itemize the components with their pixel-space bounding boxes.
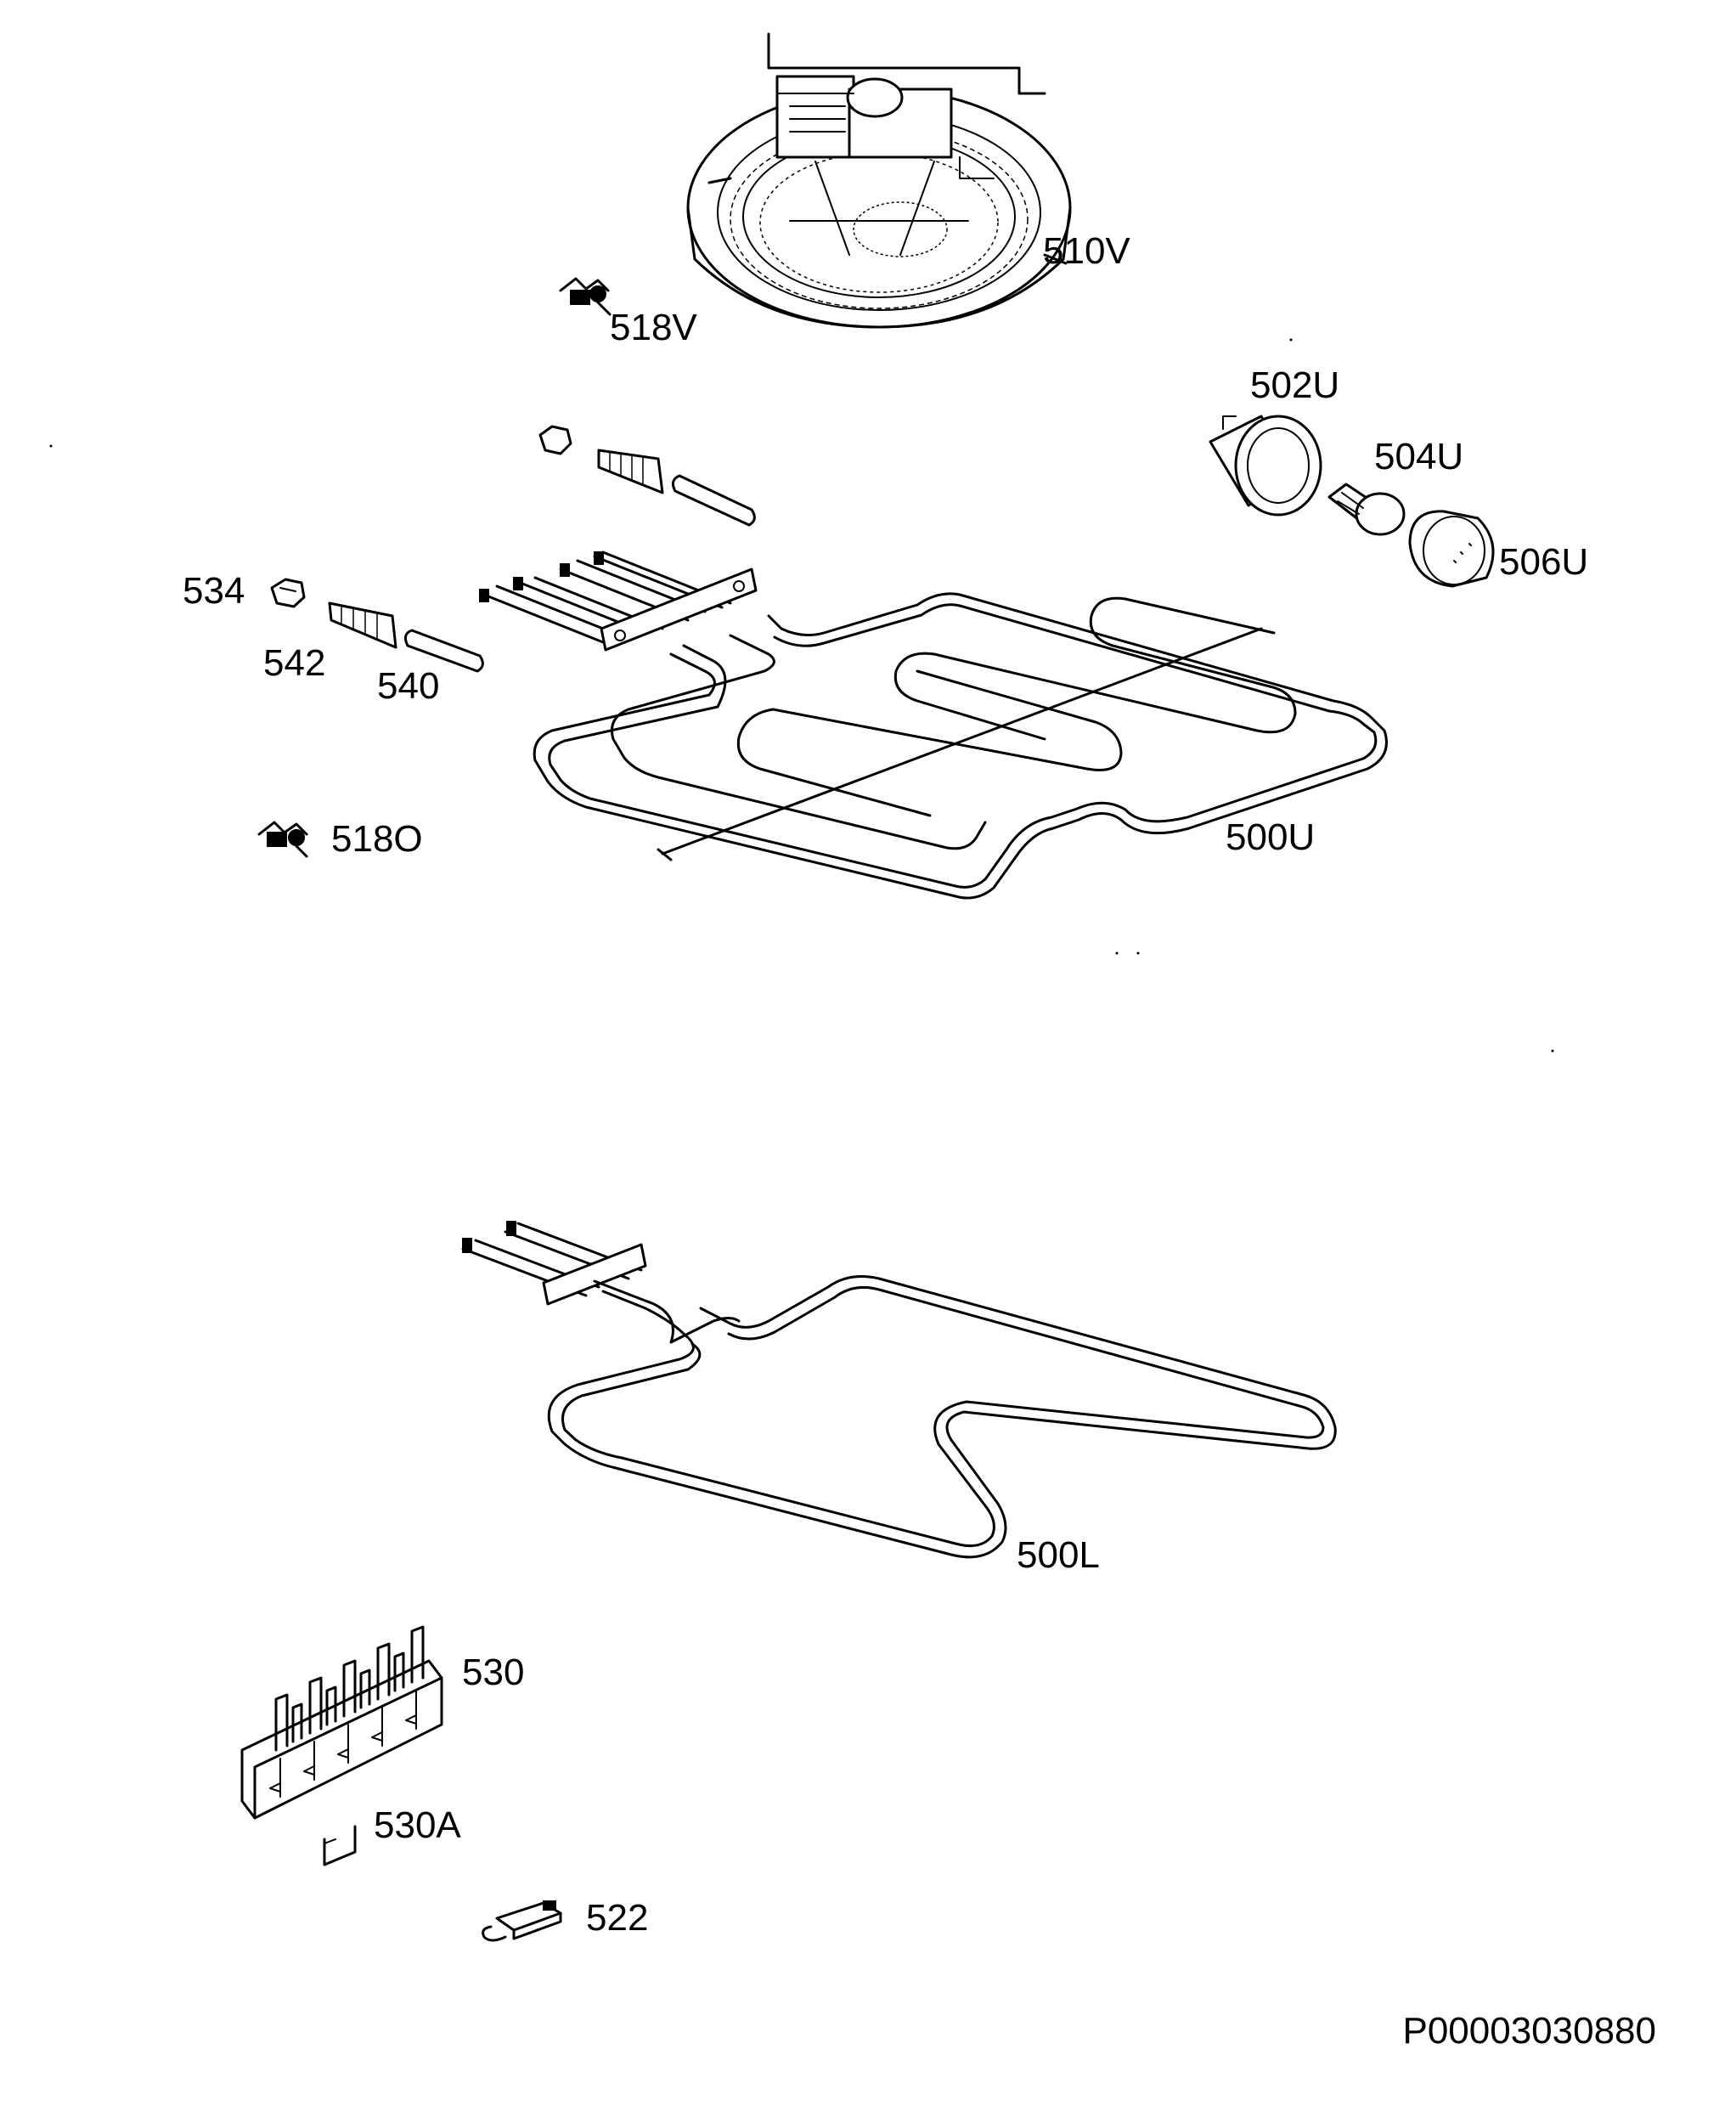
thermostat-clip-518V-drawing (559, 277, 612, 316)
part-label-534: 534 (183, 570, 245, 612)
upper-heating-element-drawing (479, 551, 1388, 900)
nut-534-drawing (270, 578, 306, 608)
part-label-506U: 506U (1499, 541, 1588, 583)
upper-connector-set-drawing (538, 425, 756, 527)
speck (1289, 338, 1293, 342)
part-label-540: 540 (377, 665, 439, 707)
speck (1115, 951, 1119, 955)
part-label-518O: 518O (331, 818, 423, 860)
connector-522-drawing (482, 1900, 562, 1942)
part-label-502U: 502U (1250, 364, 1339, 406)
lamp-bulb-504U-drawing (1327, 483, 1406, 536)
terminal-block-530-drawing (240, 1625, 443, 1820)
speck (1551, 1049, 1554, 1053)
cone-542-drawing (328, 601, 397, 649)
speck (49, 444, 53, 448)
part-label-530: 530 (462, 1652, 524, 1693)
lamp-holder-502U-drawing (1209, 415, 1322, 517)
thermostat-clip-518O-drawing (257, 821, 308, 858)
sleeve-540-drawing (403, 629, 484, 673)
part-label-500L: 500L (1017, 1534, 1100, 1576)
lamp-cover-506U-drawing (1408, 510, 1495, 588)
part-label-504U: 504U (1374, 436, 1463, 477)
part-label-510V: 510V (1043, 230, 1130, 272)
part-label-518V: 518V (610, 307, 697, 348)
fan-motor-assembly-drawing (686, 32, 1072, 329)
speck (1136, 951, 1140, 955)
lower-heating-element-drawing (461, 1221, 1337, 1559)
part-label-542: 542 (263, 642, 325, 684)
part-label-522: 522 (586, 1897, 648, 1939)
bracket-530A-drawing (323, 1825, 357, 1866)
part-label-500U: 500U (1226, 816, 1315, 858)
part-label-530A: 530A (374, 1804, 461, 1846)
document-id: P00003030880 (1402, 2010, 1656, 2052)
